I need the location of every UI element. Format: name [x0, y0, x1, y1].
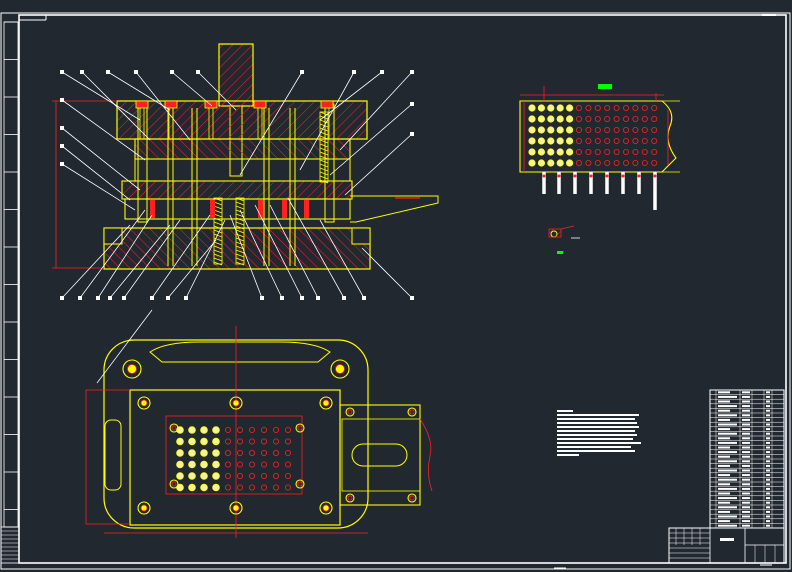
technical-notes [557, 410, 641, 456]
right-seat-step [351, 227, 371, 245]
die-plate [124, 198, 351, 220]
revision-strip [3, 21, 19, 528]
strip-marker [598, 84, 612, 89]
small-part-detail [548, 225, 580, 254]
title-block [668, 527, 785, 564]
feed-slot [351, 443, 408, 467]
feed-ramp [350, 195, 439, 223]
strip-hole-pattern [528, 104, 658, 167]
die-shank [218, 43, 254, 107]
strip-outline [519, 100, 677, 173]
guide-plate [121, 180, 353, 200]
plan-dimensions [85, 326, 368, 538]
part-leaders [61, 71, 413, 299]
punches [150, 108, 309, 266]
detail-marker [557, 251, 563, 254]
part-number-markers [60, 70, 414, 300]
left-stopper [104, 419, 122, 491]
plan-leader [96, 309, 153, 384]
plan-view [85, 309, 433, 538]
sheet-frame [0, 12, 791, 570]
break-line [419, 418, 433, 492]
strip-layout-view [519, 84, 680, 210]
left-seat-step [103, 227, 123, 245]
plan-punch-holes [176, 426, 291, 492]
cavity-region [165, 415, 303, 495]
plan-bolt-holes [122, 359, 417, 515]
bottom-left-stamp [0, 526, 20, 564]
main-section-view [52, 43, 439, 300]
parts-list [709, 389, 785, 529]
handle-slot [149, 341, 331, 363]
die-plate-outline [129, 389, 341, 526]
punch-fixing-plate [134, 138, 351, 160]
strip-punch-stations [542, 172, 657, 210]
strip-dimensions [520, 86, 669, 172]
